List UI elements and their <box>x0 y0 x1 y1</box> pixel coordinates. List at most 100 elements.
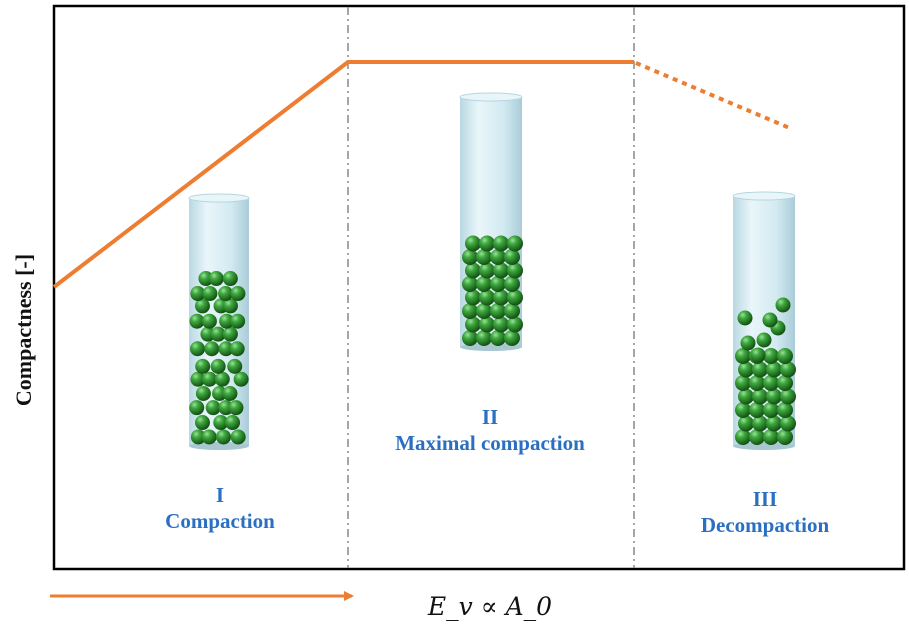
trend-line-decompaction <box>635 61 793 131</box>
region-3-label: III Decompaction <box>670 486 860 538</box>
sphere-icon <box>504 276 520 292</box>
sphere-icon <box>476 276 492 292</box>
sphere-icon <box>504 303 520 319</box>
sphere-icon <box>490 330 506 346</box>
sphere-icon <box>205 400 221 416</box>
sphere-icon <box>210 326 226 342</box>
region-1-numeral: I <box>215 483 225 507</box>
sphere-icon <box>749 402 765 418</box>
sphere-icon <box>204 341 220 357</box>
sphere-icon <box>766 388 782 405</box>
sphere-icon <box>756 332 772 348</box>
sphere-icon <box>493 316 509 333</box>
sphere-icon <box>504 330 520 346</box>
sphere-icon <box>507 235 523 252</box>
sphere-icon <box>229 341 245 357</box>
sphere-icon <box>752 415 768 432</box>
sphere-icon <box>476 330 492 346</box>
sphere-icon <box>219 313 235 329</box>
sphere-icon <box>766 415 782 432</box>
sphere-icon <box>479 235 495 252</box>
sphere-icon <box>465 262 481 279</box>
sphere-icon <box>780 361 796 378</box>
sphere-icon <box>735 402 751 418</box>
sphere-icon <box>507 262 523 279</box>
sphere-icon <box>201 429 217 445</box>
sphere-icon <box>738 361 754 378</box>
sphere-icon <box>465 316 481 333</box>
sphere-icon <box>190 371 206 387</box>
sphere-icon <box>752 388 768 405</box>
sphere-icon <box>749 429 765 445</box>
sphere-icon <box>222 271 238 287</box>
sphere-icon <box>462 330 478 346</box>
sphere-packing-loose <box>189 271 249 445</box>
sphere-icon <box>493 289 509 306</box>
sphere-icon <box>490 303 506 319</box>
sphere-icon <box>476 249 492 265</box>
sphere-icon <box>198 271 214 287</box>
region-2-numeral: II <box>481 405 499 429</box>
sphere-icon <box>750 347 766 363</box>
sphere-icon <box>222 298 238 314</box>
sphere-icon <box>763 429 779 445</box>
sphere-icon <box>493 235 509 252</box>
sphere-icon <box>227 358 243 374</box>
sphere-icon <box>230 286 246 302</box>
sphere-icon <box>735 375 751 391</box>
sphere-icon <box>738 388 754 405</box>
region-2-label: II Maximal compaction <box>360 404 620 456</box>
sphere-icon <box>462 249 478 265</box>
sphere-icon <box>194 298 210 314</box>
sphere-icon <box>735 348 751 364</box>
trend-line <box>52 60 634 289</box>
y-axis-label: Compactness [-] <box>11 253 36 407</box>
sphere-icon <box>210 358 226 374</box>
sphere-icon <box>476 303 492 319</box>
sphere-icon <box>762 312 778 328</box>
sphere-icon <box>190 286 206 302</box>
sphere-icon <box>777 348 793 364</box>
sphere-icon <box>201 313 217 329</box>
sphere-icon <box>462 303 478 319</box>
sphere-icon <box>200 326 216 342</box>
sphere-icon <box>190 341 206 357</box>
region-2-name: Maximal compaction <box>395 431 585 455</box>
sphere-icon <box>462 276 478 292</box>
sphere-icon <box>202 371 218 387</box>
sphere-icon <box>195 358 211 374</box>
region-1-name: Compaction <box>165 509 275 533</box>
sphere-icon <box>777 402 793 418</box>
sphere-icon <box>735 429 751 445</box>
sphere-icon <box>504 249 520 265</box>
sphere-icon <box>749 375 765 391</box>
region-3-numeral: III <box>752 487 778 511</box>
sphere-icon <box>490 249 506 265</box>
sphere-icon <box>189 313 205 329</box>
sphere-icon <box>507 289 523 306</box>
sphere-icon <box>218 286 234 302</box>
sphere-icon <box>738 415 754 432</box>
sphere-icon <box>228 400 244 416</box>
sphere-icon <box>780 388 796 405</box>
sphere-icon <box>763 348 779 364</box>
sphere-icon <box>493 262 509 279</box>
sphere-icon <box>752 361 768 378</box>
sphere-icon <box>233 371 249 387</box>
sphere-icon <box>225 415 241 431</box>
sphere-icon <box>479 316 495 333</box>
sphere-icon <box>208 271 224 287</box>
sphere-icon <box>763 402 779 418</box>
sphere-icon <box>189 400 205 416</box>
sphere-icon <box>763 375 779 391</box>
sphere-icon <box>222 385 238 401</box>
sphere-icon <box>479 289 495 306</box>
sphere-icon <box>507 316 523 333</box>
sphere-icon <box>465 289 481 306</box>
sphere-icon <box>740 335 756 351</box>
sphere-icon <box>194 415 210 431</box>
sphere-icon <box>222 326 238 342</box>
sphere-icon <box>214 371 230 387</box>
sphere-icon <box>777 375 793 391</box>
